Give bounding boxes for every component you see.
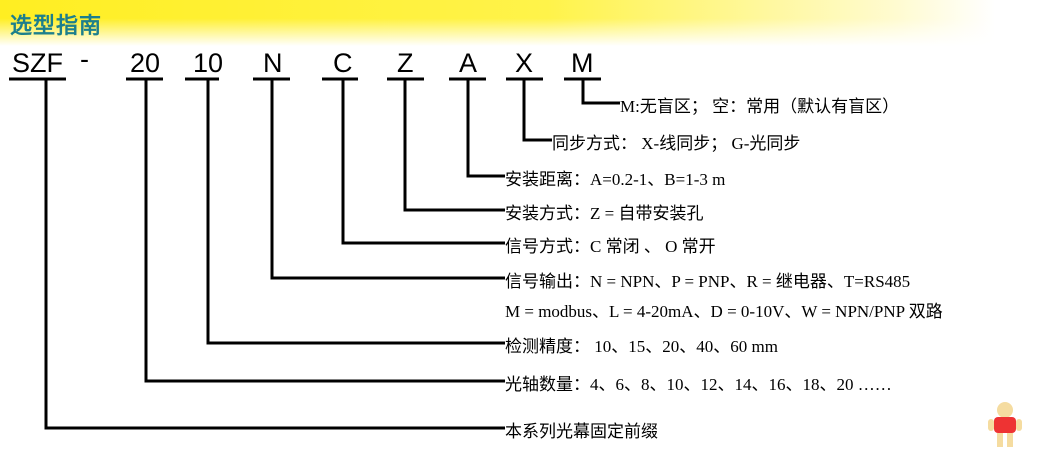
desc-blind: M:无盲区； 空：常用（默认有盲区） xyxy=(620,97,900,116)
underline-mount xyxy=(387,77,505,212)
mascot-watermark-icon xyxy=(988,402,1022,447)
underline-prefix xyxy=(9,77,505,430)
code-blind: M xyxy=(571,48,594,78)
underline-axes xyxy=(126,77,505,383)
underline-output xyxy=(253,77,505,280)
underline-sync xyxy=(506,77,552,142)
code-signal: C xyxy=(333,48,353,78)
desc-output-more: M = modbus、L = 4-20mA、D = 0-10V、W = NPN/… xyxy=(505,302,943,321)
desc-output: 信号输出：N = NPN、P = PNP、R = 继电器、T=RS485 xyxy=(505,272,911,291)
desc-signal: 信号方式：C 常闭 、 O 常开 xyxy=(505,237,716,256)
desc-distance: 安装距离：A=0.2-1、B=1-3 m xyxy=(505,170,726,189)
code-distance: A xyxy=(459,48,478,78)
code-axes: 20 xyxy=(130,48,161,78)
code-mount: Z xyxy=(397,48,414,78)
code-dash: - xyxy=(80,44,89,74)
desc-prefix: 本系列光幕固定前缀 xyxy=(505,422,658,441)
desc-mount: 安装方式：Z = 自带安装孔 xyxy=(505,204,704,223)
code-sync: X xyxy=(515,48,534,78)
underline-blind xyxy=(564,77,620,105)
page-title: 选型指南 xyxy=(10,13,103,39)
underline-precision xyxy=(185,77,505,345)
desc-precision: 检测精度： 10、15、20、40、60 mm xyxy=(505,337,778,356)
desc-sync: 同步方式： X-线同步； G-光同步 xyxy=(552,134,801,153)
code-output: N xyxy=(263,48,283,78)
desc-axes: 光轴数量：4、6、8、10、12、14、16、18、20 …… xyxy=(505,375,892,394)
underline-signal xyxy=(322,77,505,245)
title-banner xyxy=(0,0,995,46)
code-prefix: SZF xyxy=(12,48,63,78)
code-precision: 10 xyxy=(193,48,224,78)
underline-distance xyxy=(449,77,505,178)
